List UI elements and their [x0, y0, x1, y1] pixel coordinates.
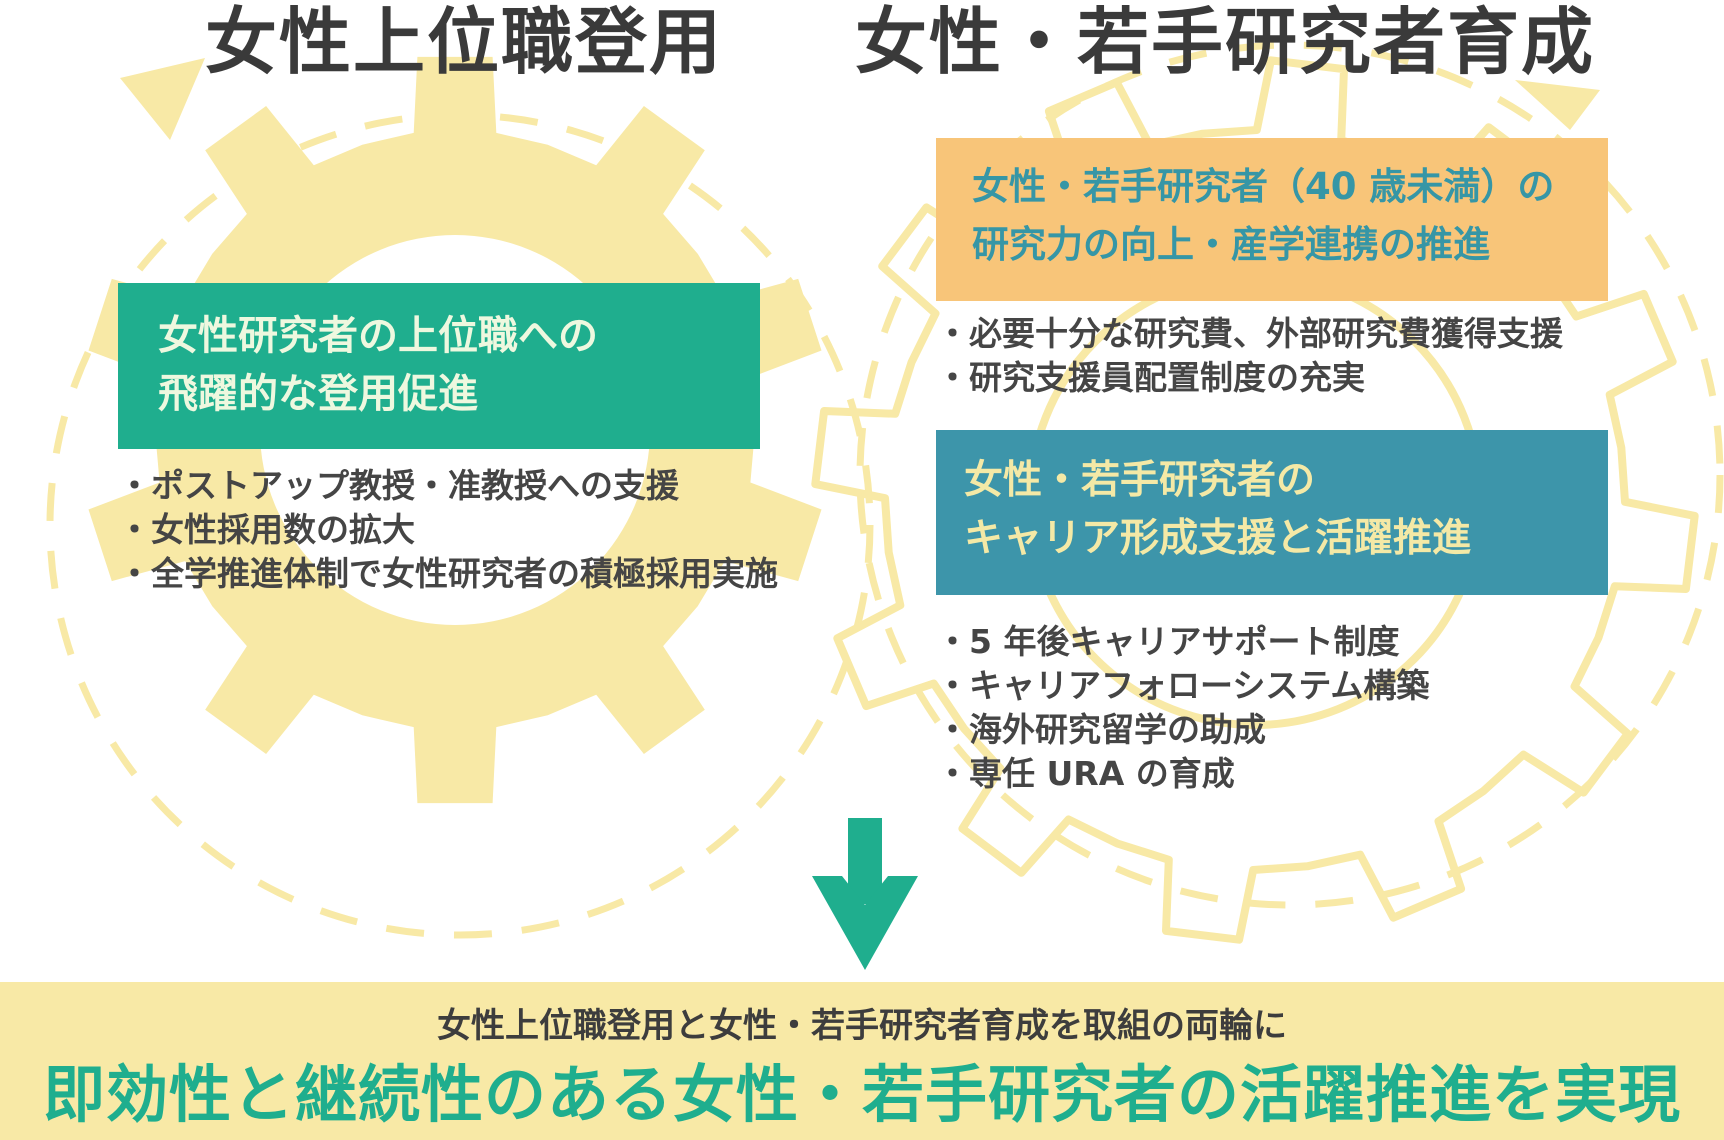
list-item: 専任 URA の育成 — [936, 752, 1429, 796]
left-title: 女性上位職登用 — [205, 0, 724, 84]
right-top-heading-line1: 女性・若手研究者（40 歳未満）の — [972, 165, 1555, 208]
banner-subtitle: 女性上位職登用と女性・若手研究者育成を取組の両輪に — [437, 1006, 1287, 1046]
left-heading-line2: 飛躍的な登用促進 — [158, 371, 478, 417]
list-item: 必要十分な研究費、外部研究費獲得支援 — [936, 312, 1563, 356]
right-top-item-list: 必要十分な研究費、外部研究費獲得支援 研究支援員配置制度の充実 — [936, 312, 1563, 400]
left-item-list: ポストアップ教授・准教授への支援 女性採用数の拡大 全学推進体制で女性研究者の積… — [118, 464, 778, 596]
banner-headline: 即効性と継続性のある女性・若手研究者の活躍推進を実現 — [42, 1058, 1681, 1131]
left-gear-icon — [88, 56, 822, 804]
right-bottom-heading-box: 女性・若手研究者の キャリア形成支援と活躍推進 — [936, 430, 1608, 595]
right-top-heading-line2: 研究力の向上・産学連携の推進 — [972, 223, 1490, 266]
list-item: 研究支援員配置制度の充実 — [936, 356, 1563, 400]
right-cycle-arrow-icon — [1515, 80, 1600, 130]
list-item: 女性採用数の拡大 — [118, 508, 778, 552]
conclusion-banner: 女性上位職登用と女性・若手研究者育成を取組の両輪に 即効性と継続性のある女性・若… — [0, 982, 1724, 1140]
right-bottom-heading-line2: キャリア形成支援と活躍推進 — [964, 516, 1472, 561]
left-heading-line1: 女性研究者の上位職への — [158, 313, 598, 359]
right-bottom-item-list: 5 年後キャリアサポート制度 キャリアフォローシステム構築 海外研究留学の助成 … — [936, 620, 1429, 796]
list-item: キャリアフォローシステム構築 — [936, 664, 1429, 708]
list-item: ポストアップ教授・准教授への支援 — [118, 464, 778, 508]
left-heading-box: 女性研究者の上位職への 飛躍的な登用促進 — [118, 283, 760, 449]
list-item: 5 年後キャリアサポート制度 — [936, 620, 1429, 664]
right-bottom-heading-line1: 女性・若手研究者の — [964, 458, 1316, 503]
right-top-heading-box: 女性・若手研究者（40 歳未満）の 研究力の向上・産学連携の推進 — [936, 138, 1608, 301]
right-dashed-cycle — [856, 41, 1724, 909]
list-item: 海外研究留学の助成 — [936, 708, 1429, 752]
list-item: 全学推進体制で女性研究者の積極採用実施 — [118, 552, 778, 596]
right-title: 女性・若手研究者育成 — [855, 0, 1596, 84]
down-arrow-icon — [812, 818, 918, 970]
left-cycle-arrow-icon — [120, 58, 205, 140]
